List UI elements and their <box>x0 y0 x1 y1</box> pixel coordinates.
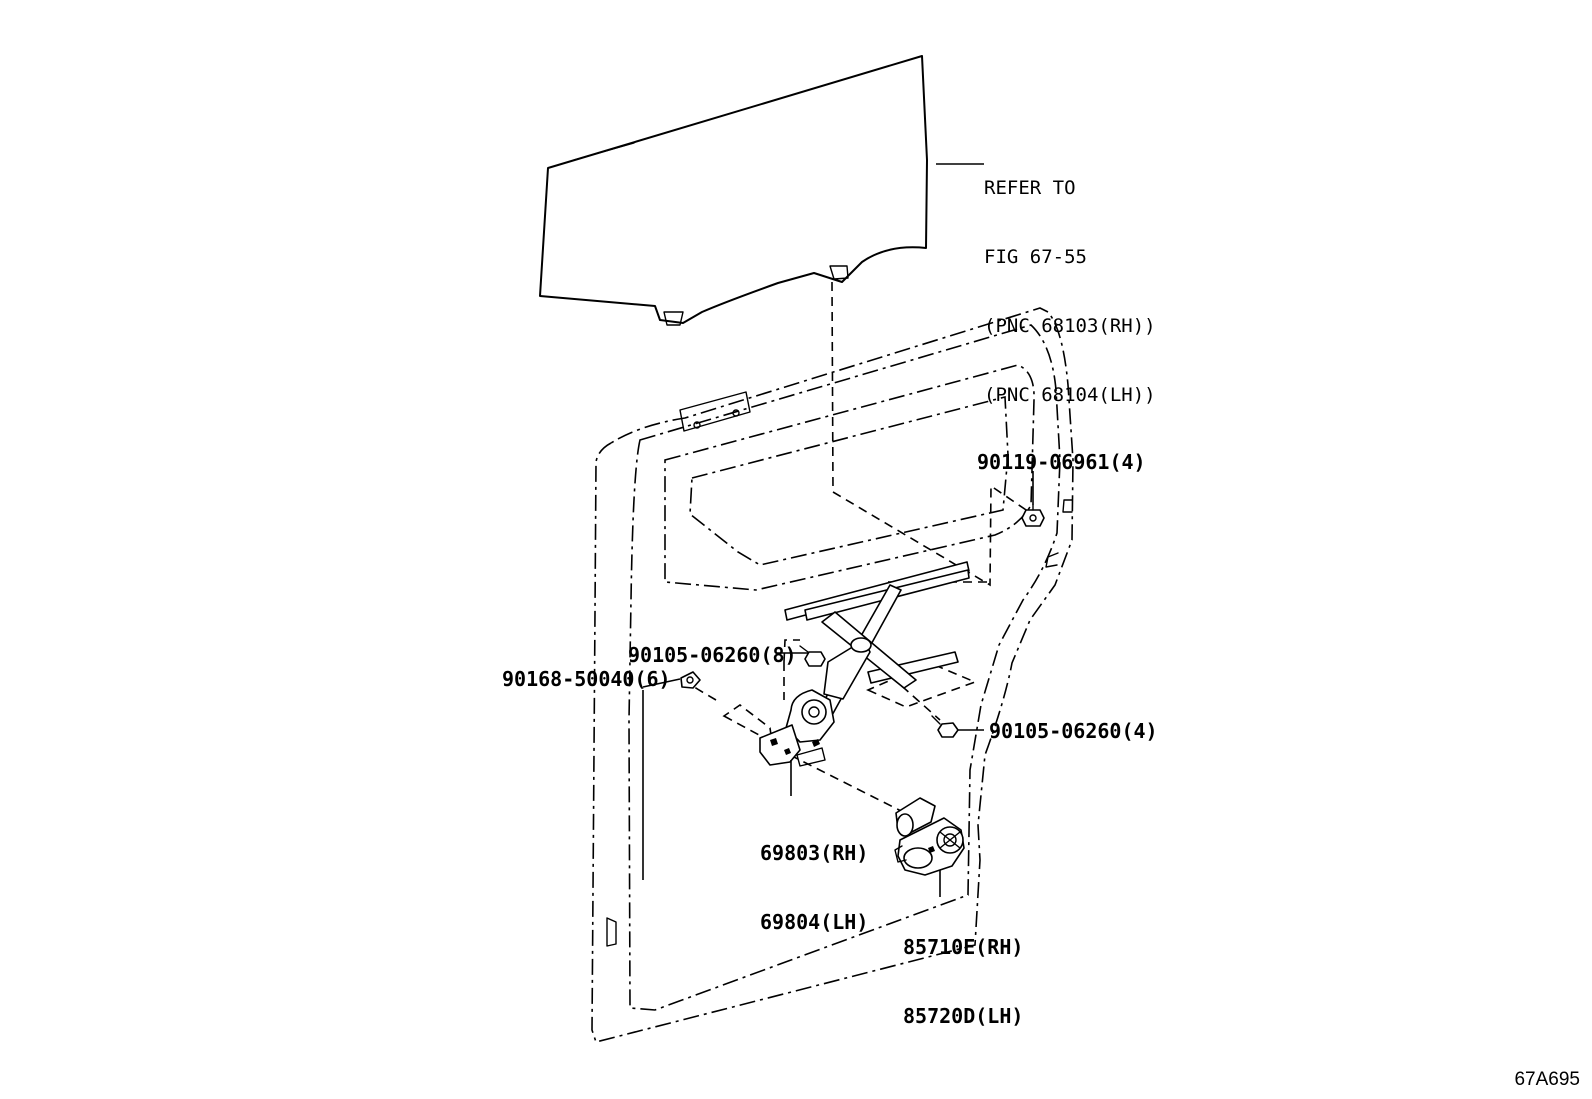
bolt-90105-left <box>799 645 826 667</box>
callout-leaders <box>642 471 1034 897</box>
regulator-rh-part: 69803(RH) <box>760 841 869 865</box>
assembly-lines <box>682 281 1033 819</box>
refer-line-1: REFER TO <box>984 177 1076 199</box>
refer-line-2: FIG 67-55 <box>984 246 1087 268</box>
refer-line-4: (PNC 68104(LH)) <box>984 384 1156 406</box>
window-regulator <box>759 561 970 767</box>
callout-motor: 85710E(RH) 85720D(LH) <box>903 890 1023 1051</box>
power-window-motor <box>894 797 965 876</box>
door-glass <box>539 55 928 326</box>
door-panel <box>591 307 1074 1043</box>
bolt-90105-right <box>931 715 959 738</box>
bolt-90119 <box>1021 504 1045 527</box>
motor-lh-part: 85720D(LH) <box>903 1004 1024 1028</box>
figure-id: 67A695 <box>1514 1069 1580 1090</box>
callout-clip-left: 90168-50040(6) <box>502 667 671 691</box>
callout-regulator: 69803(RH) 69804(LH) <box>760 796 868 957</box>
callout-bolt-regulator-left: 90105-06260(8) <box>628 643 797 667</box>
callout-bolt-regulator-right: 90105-06260(4) <box>989 719 1158 743</box>
regulator-lh-part: 69804(LH) <box>760 910 869 934</box>
callout-bolt-upper: 90119-06961(4) <box>977 450 1146 474</box>
refer-to-note: REFER TO FIG 67-55 (PNC 68103(RH)) (PNC … <box>984 131 1156 430</box>
motor-rh-part: 85710E(RH) <box>903 935 1024 959</box>
refer-line-3: (PNC 68103(RH)) <box>984 315 1156 337</box>
clip-90168 <box>680 671 701 689</box>
